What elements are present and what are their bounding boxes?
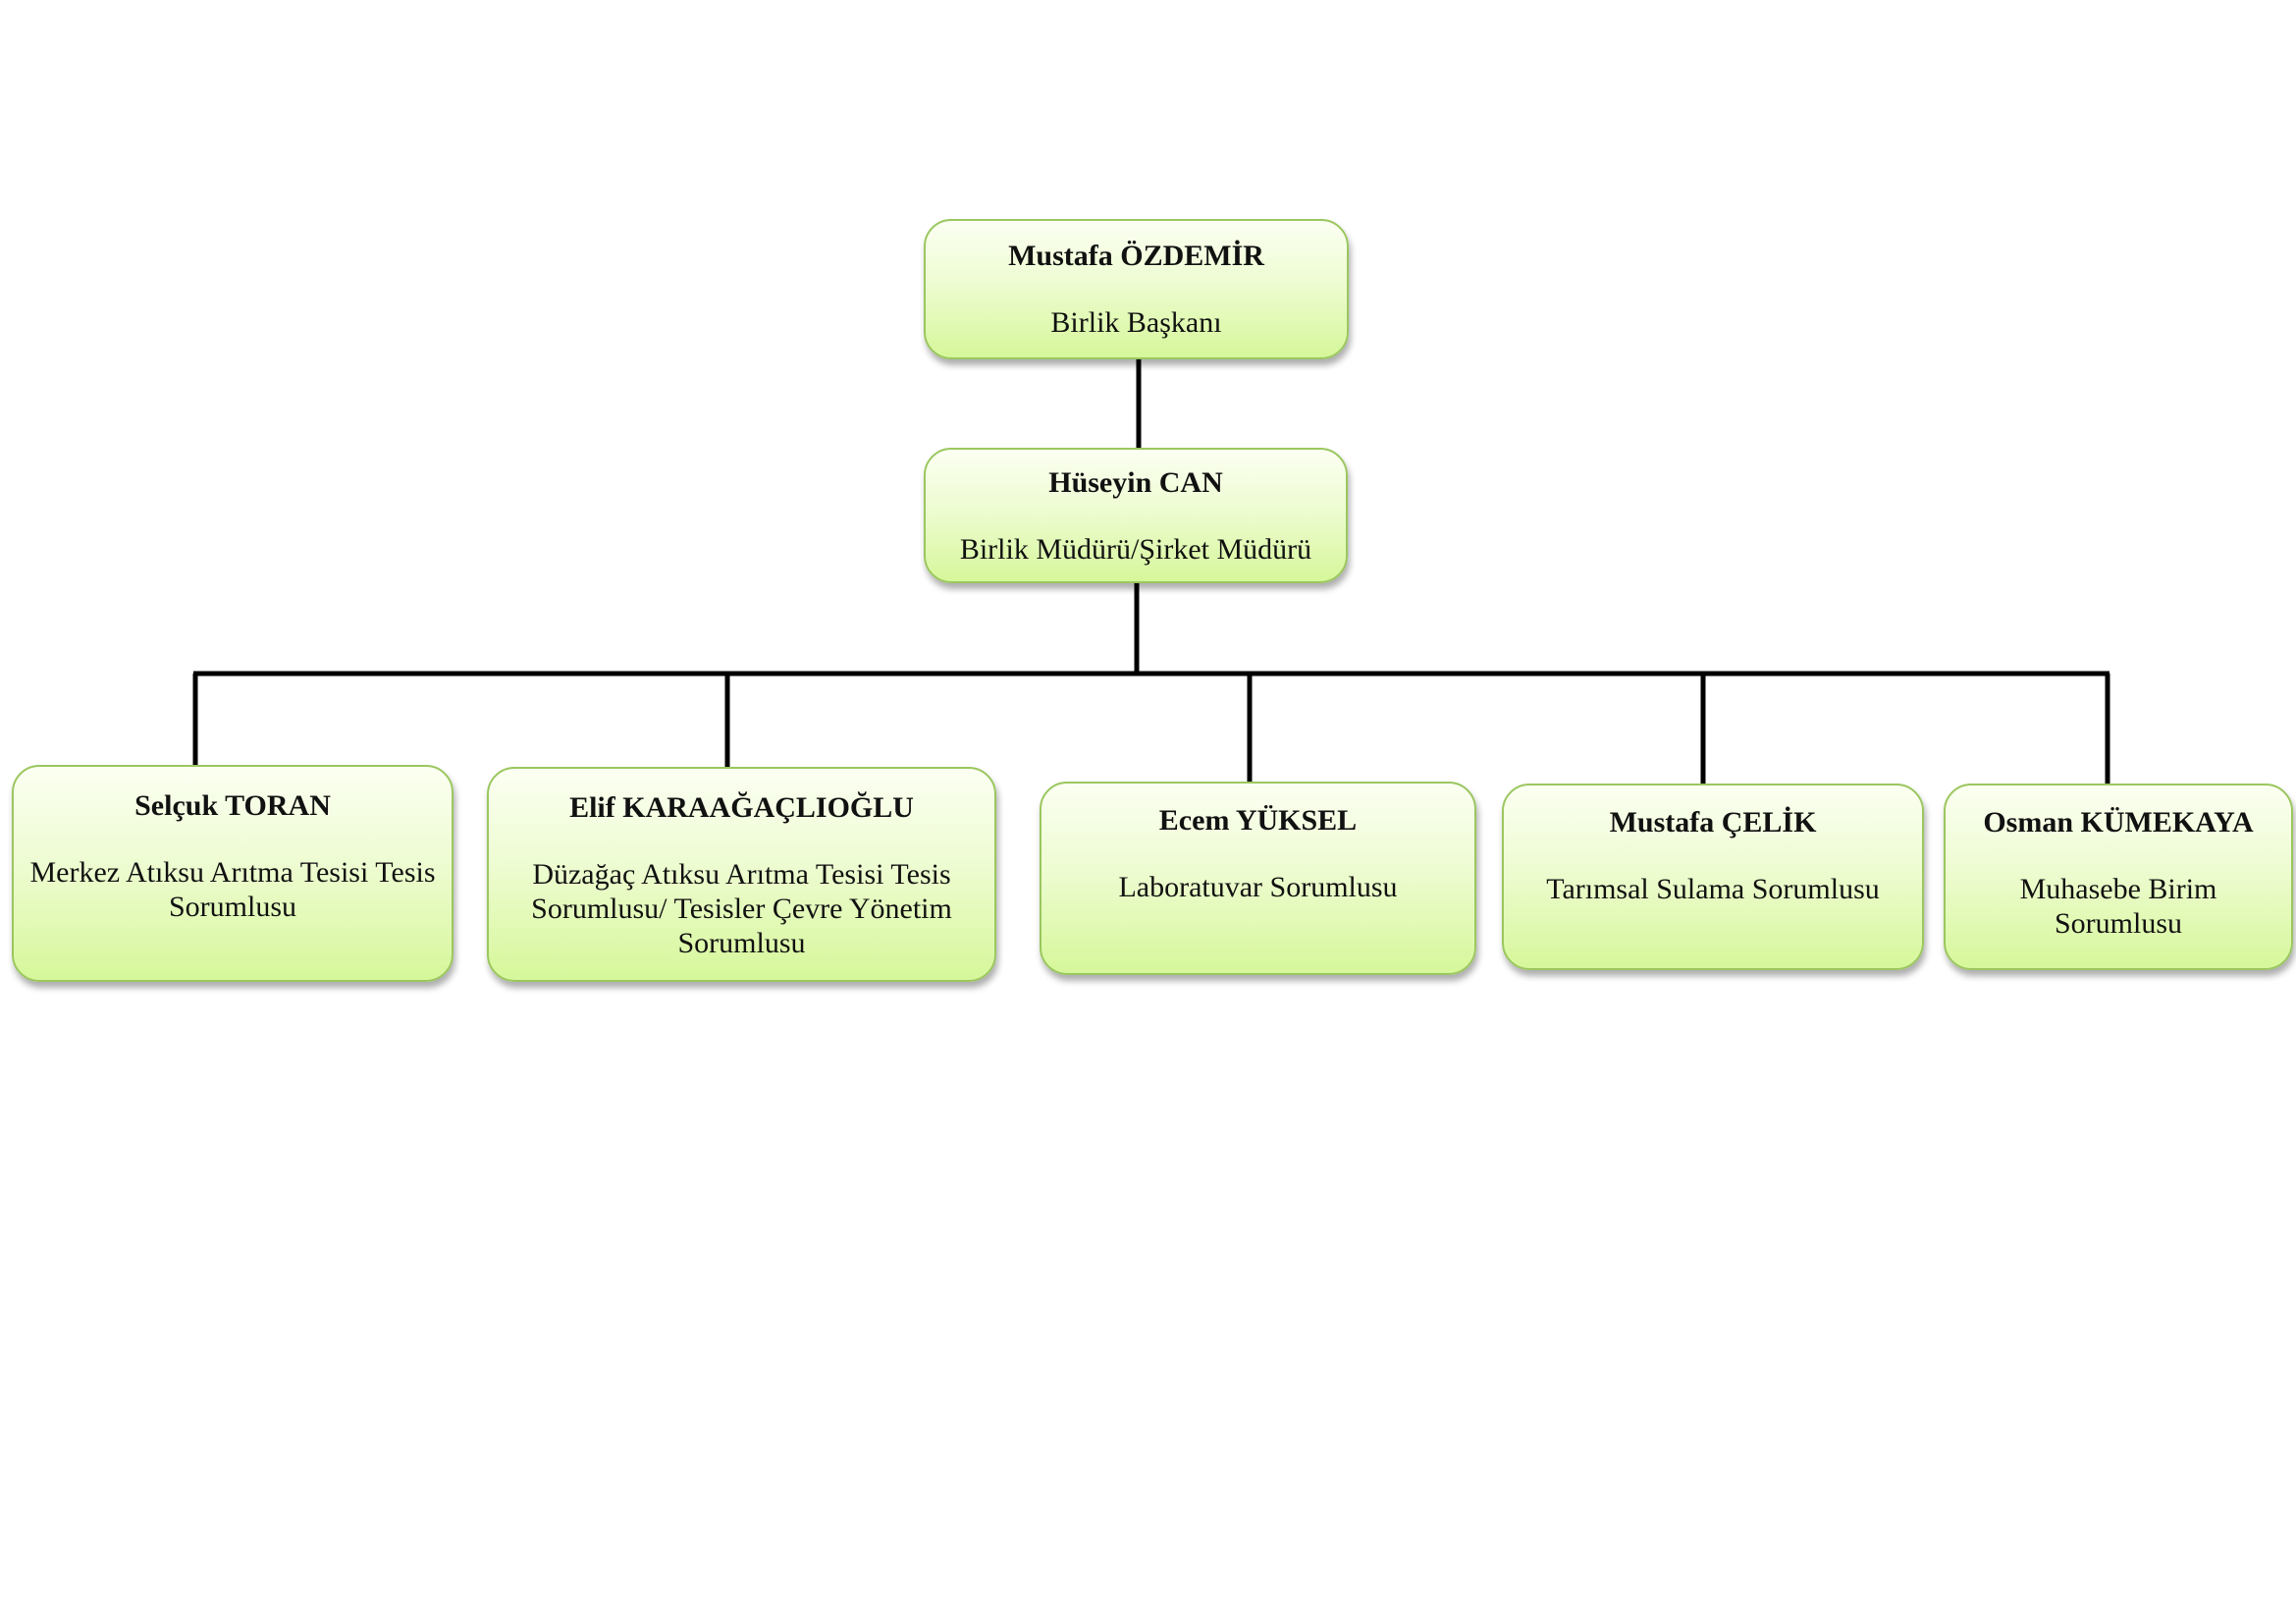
node-name: Elif KARAAĞAÇLIOĞLU	[569, 791, 914, 824]
node-title: Tarımsal Sulama Sorumlusu	[1546, 873, 1880, 905]
node-title: Birlik Başkanı	[1050, 306, 1222, 339]
node-name: Ecem YÜKSEL	[1158, 804, 1358, 837]
node-title: Laboratuvar Sorumlusu	[1118, 871, 1398, 903]
node-title: Muhasebe Birim Sorumlusu	[2019, 873, 2217, 940]
node-president: Mustafa ÖZDEMİR Birlik Başkanı	[924, 219, 1349, 359]
node-title: Birlik Müdürü/Şirket Müdürü	[959, 533, 1312, 566]
node-staff-2: Elif KARAAĞAÇLIOĞLU Düzağaç Atıksu Arıtm…	[487, 767, 996, 982]
node-manager: Hüseyin CAN Birlik Müdürü/Şirket Müdürü	[924, 448, 1348, 583]
node-staff-5: Osman KÜMEKAYA Muhasebe Birim Sorumlusu	[1944, 784, 2293, 970]
node-name: Osman KÜMEKAYA	[1983, 806, 2254, 839]
node-title: Merkez Atıksu Arıtma Tesisi Tesis Soruml…	[29, 856, 436, 923]
node-staff-4: Mustafa ÇELİK Tarımsal Sulama Sorumlusu	[1502, 784, 1924, 970]
node-name: Mustafa ÖZDEMİR	[1008, 240, 1264, 272]
node-name: Mustafa ÇELİK	[1609, 806, 1817, 839]
node-name: Hüseyin CAN	[1048, 466, 1223, 499]
node-staff-3: Ecem YÜKSEL Laboratuvar Sorumlusu	[1040, 782, 1476, 975]
node-title: Düzağaç Atıksu Arıtma Tesisi Tesis Sorum…	[531, 858, 952, 959]
node-name: Selçuk TORAN	[134, 789, 331, 822]
node-staff-1: Selçuk TORAN Merkez Atıksu Arıtma Tesisi…	[12, 765, 454, 982]
